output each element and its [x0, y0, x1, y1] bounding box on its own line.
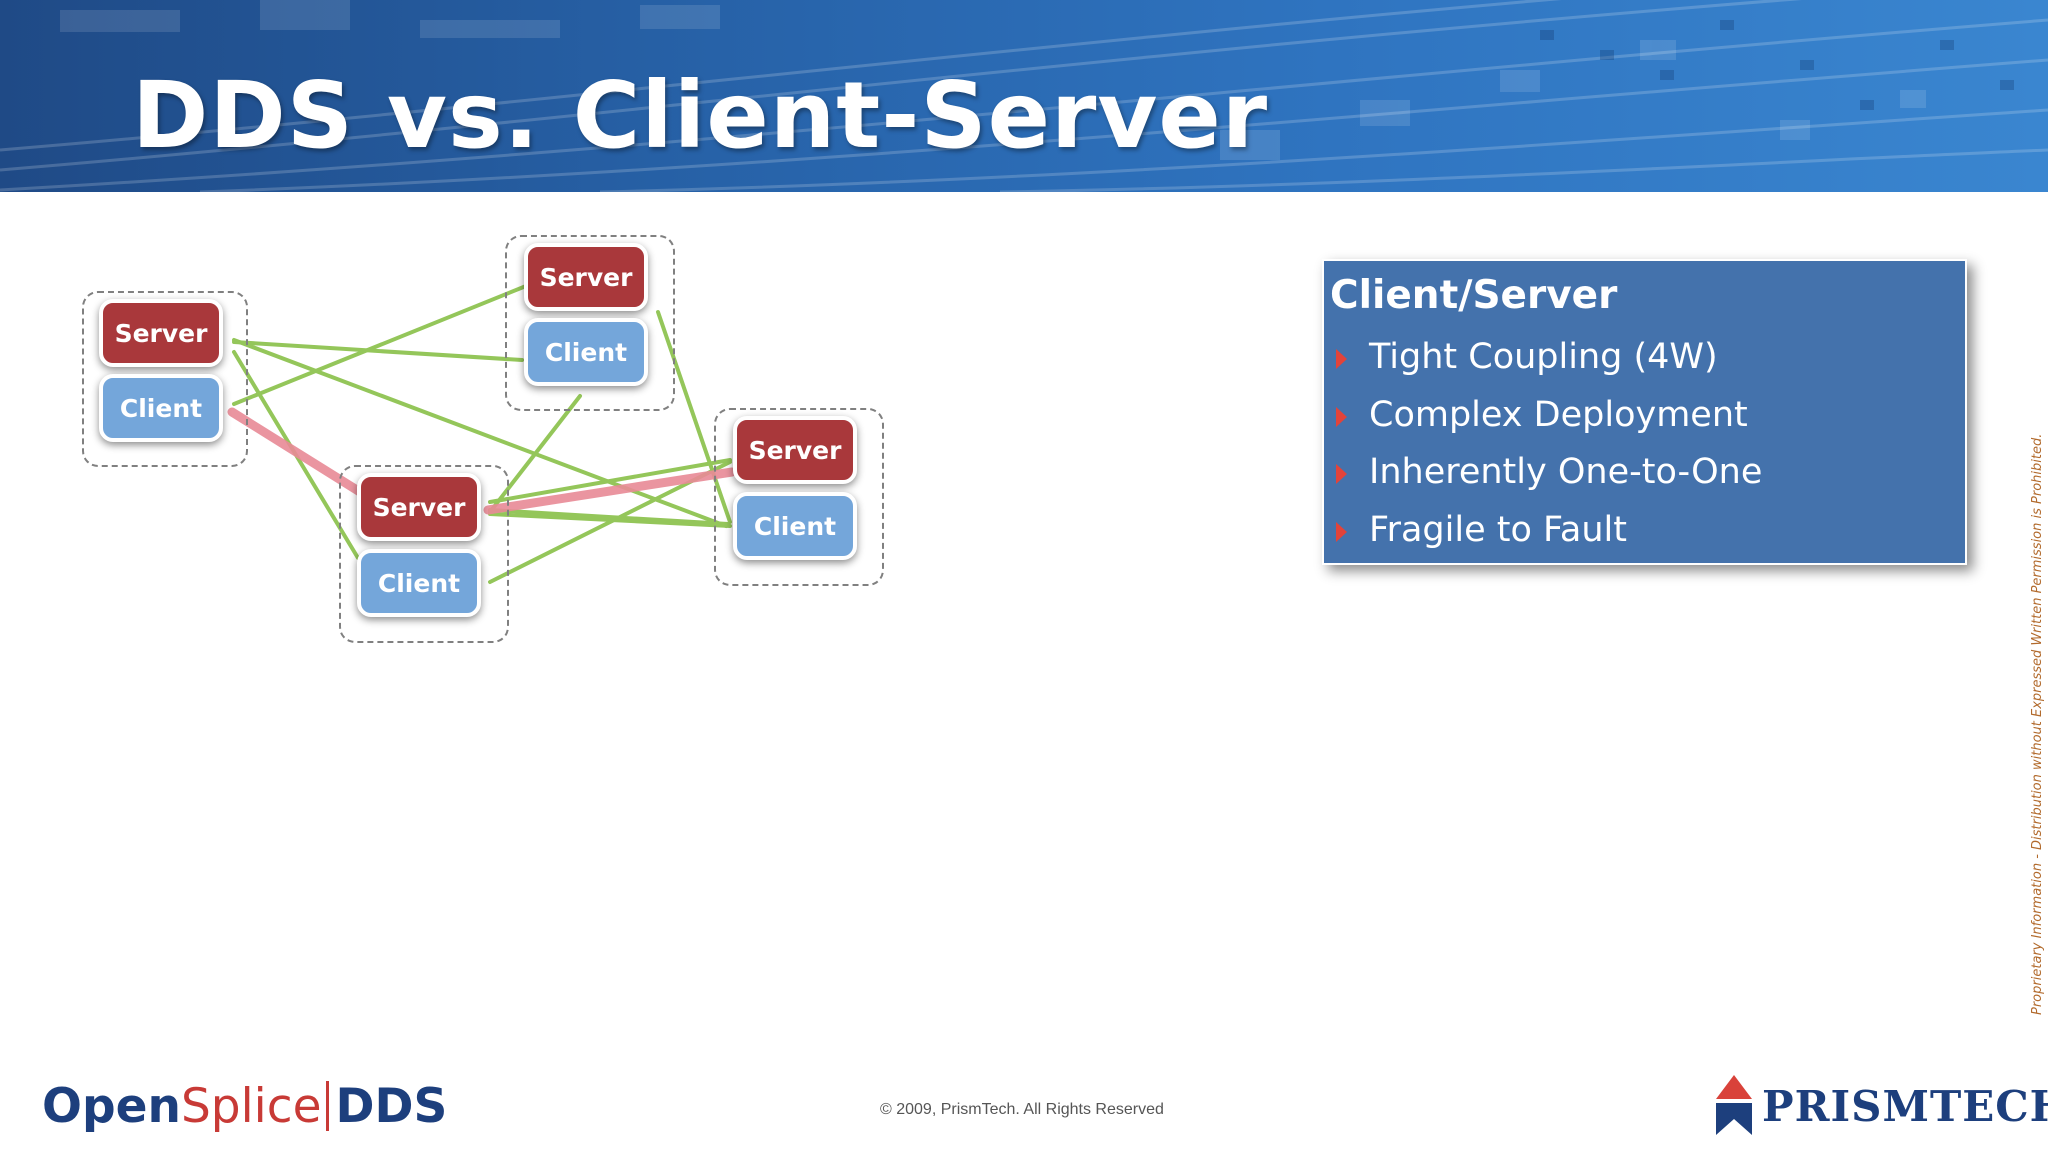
connection-line — [656, 310, 732, 524]
server-node: Server — [733, 416, 857, 484]
server-node: Server — [357, 473, 481, 541]
copyright-text: © 2009, PrismTech. All Rights Reserved — [880, 1101, 1164, 1118]
client-server-panel: Client/Server Tight Coupling (4W) Comple… — [1322, 259, 1967, 565]
node-group — [339, 465, 509, 643]
slide-title: DDS vs. Client-Server — [132, 62, 1269, 169]
proprietary-notice: Proprietary Information - Distribution w… — [2030, 433, 2045, 1015]
bullet-arrow-icon — [1336, 464, 1347, 484]
highlighted-connection — [483, 467, 737, 515]
list-item-text: Complex Deployment — [1369, 394, 1748, 435]
list-item-text: Fragile to Fault — [1369, 509, 1628, 550]
list-item-text: Tight Coupling (4W) — [1369, 337, 1718, 377]
server-node: Server — [524, 243, 648, 311]
panel-title: Client/Server — [1330, 273, 1618, 318]
client-node: Client — [733, 492, 857, 560]
connection-line — [488, 458, 732, 504]
logo-part-open: Open — [42, 1078, 181, 1134]
node-group — [505, 235, 675, 411]
node-group — [714, 408, 884, 586]
connection-lines — [227, 284, 737, 584]
highlighted-connection — [227, 407, 365, 497]
logo-part-splice: Splice — [180, 1078, 322, 1134]
logo-separator — [326, 1081, 330, 1131]
logo-part-dds: DDS — [335, 1078, 448, 1134]
prism-icon — [1716, 1075, 1752, 1135]
bullet-arrow-icon — [1336, 349, 1347, 369]
connection-line — [232, 340, 524, 362]
bullet-arrow-icon — [1336, 521, 1347, 542]
prismtech-wordmark: PRISMTECH — [1762, 1082, 2048, 1131]
bullet-arrow-icon — [1336, 406, 1347, 427]
node-group — [82, 291, 248, 467]
prismtech-logo: PRISMTECH — [1712, 1073, 2048, 1139]
client-node: Client — [524, 318, 648, 386]
connection-line — [488, 394, 582, 514]
header-background-art — [0, 0, 2048, 192]
connection-line — [488, 508, 730, 526]
server-node: Server — [99, 299, 223, 367]
client-node: Client — [99, 374, 223, 442]
list-item-text: Inherently One-to-One — [1369, 452, 1763, 492]
header-banner: DDS vs. Client-Server — [0, 0, 2048, 192]
connection-line — [232, 284, 528, 406]
client-node: Client — [357, 549, 481, 617]
